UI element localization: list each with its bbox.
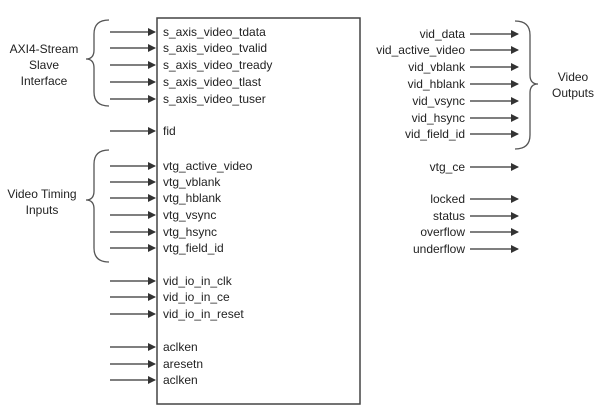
input-port-s-axis-video-tvalid: s_axis_video_tvalid — [163, 41, 267, 55]
axi4-stream-label-line-1: AXI4-Stream — [10, 42, 79, 56]
input-port-aclken: aclken — [163, 373, 198, 387]
input-port-vid-io-in-reset: vid_io_in_reset — [163, 307, 244, 321]
input-port-vtg-vblank: vtg_vblank — [163, 175, 221, 189]
output-port-vid-vblank: vid_vblank — [408, 60, 466, 74]
axi4-stream-label-line-3: Interface — [21, 74, 68, 88]
core-block — [156, 17, 361, 405]
input-port-s-axis-video-tdata: s_axis_video_tdata — [163, 25, 266, 39]
output-port-overflow: overflow — [420, 225, 465, 239]
video-outputs-label-line-1: Video — [558, 70, 589, 84]
input-port-vtg-vsync: vtg_vsync — [163, 208, 216, 222]
output-port-vid-data: vid_data — [420, 27, 466, 41]
output-port-locked: locked — [430, 192, 465, 206]
input-port-s-axis-video-tready: s_axis_video_tready — [163, 58, 272, 72]
output-port-status: status — [433, 209, 465, 223]
axi4-stream-brace — [85, 19, 110, 107]
output-port-vid-field-id: vid_field_id — [405, 127, 465, 141]
output-port-vid-vsync: vid_vsync — [412, 94, 465, 108]
video-outputs-label-line-2: Outputs — [552, 86, 594, 100]
input-port-vtg-field-id: vtg_field_id — [163, 241, 224, 255]
video-timing-label-line-1: Video Timing — [7, 187, 76, 201]
video-outputs-brace — [514, 20, 539, 150]
input-port-s-axis-video-tlast: s_axis_video_tlast — [163, 75, 262, 89]
right-port-list: vid_data vid_active_video vid_vblank vid_hb… — [376, 27, 519, 256]
input-port-aresetn: aresetn — [163, 357, 203, 371]
video-timing-label-line-2: Inputs — [26, 203, 59, 217]
output-port-underflow: underflow — [413, 242, 465, 256]
input-port-aclken: aclken — [163, 340, 198, 354]
left-port-list: s_axis_video_tdata s_axis_video_tvalid s_a… — [110, 25, 272, 387]
input-port-vid-io-in-ce: vid_io_in_ce — [163, 290, 230, 304]
input-port-vtg-active-video: vtg_active_video — [163, 159, 253, 173]
output-port-vid-active-video: vid_active_video — [376, 43, 465, 57]
input-port-vid-io-in-clk: vid_io_in_clk — [163, 274, 233, 288]
output-port-vtg-ce: vtg_ce — [430, 160, 466, 174]
input-port-s-axis-video-tuser: s_axis_video_tuser — [163, 92, 266, 106]
output-port-vid-hblank: vid_hblank — [408, 77, 466, 91]
input-port-fid: fid — [163, 124, 176, 138]
output-port-vid-hsync: vid_hsync — [412, 111, 465, 125]
axi4-stream-label-line-2: Slave — [29, 58, 59, 72]
video-timing-brace — [85, 149, 110, 263]
input-port-vtg-hblank: vtg_hblank — [163, 191, 222, 205]
input-port-vtg-hsync: vtg_hsync — [163, 225, 217, 239]
